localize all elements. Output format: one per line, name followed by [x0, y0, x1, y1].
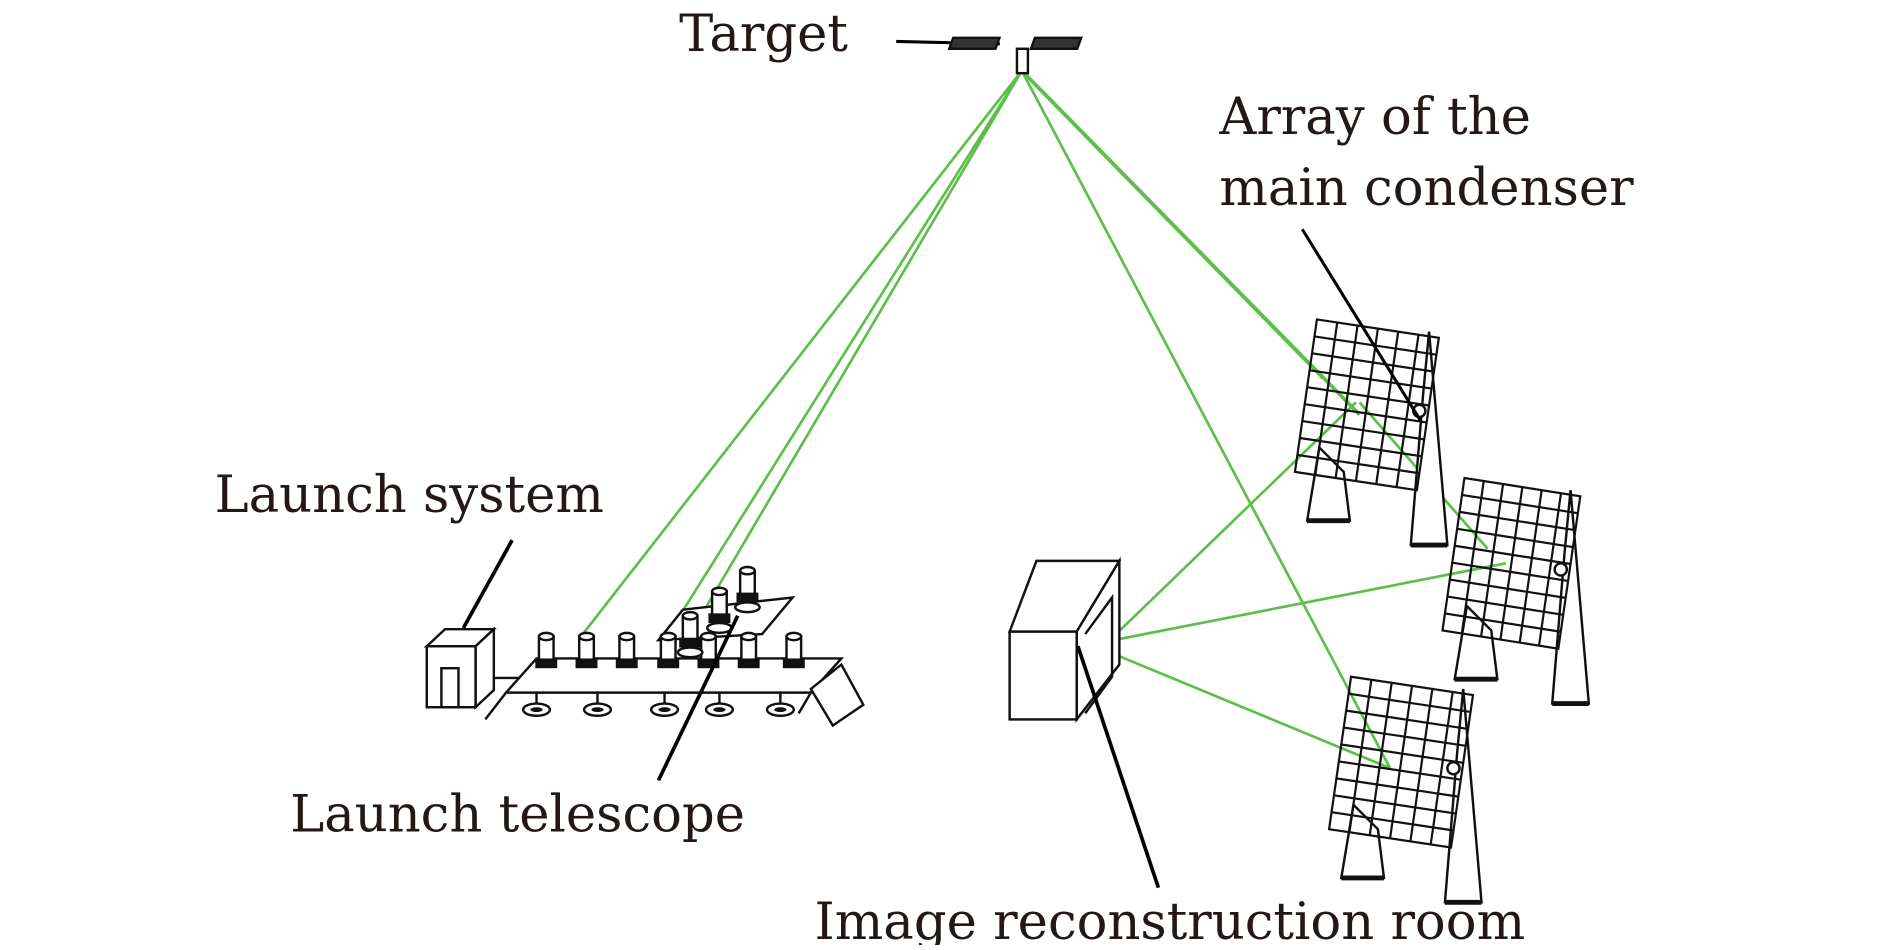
telescope-icon	[734, 565, 761, 614]
uplink-beam	[667, 70, 1023, 635]
relay-beams	[1100, 401, 1507, 770]
launch-system-leader	[461, 539, 514, 629]
leader-lines	[461, 228, 1422, 889]
launch-system-label: Launch system	[215, 465, 604, 525]
condenser-leader	[1300, 228, 1422, 422]
target-satellite	[896, 36, 1083, 75]
uplink-beam	[696, 70, 1023, 623]
target-label: Target	[679, 4, 848, 64]
condenser-label-line2: main condenser	[1219, 158, 1634, 218]
room-leader	[1076, 645, 1161, 889]
satellite-body-icon	[1015, 47, 1030, 75]
launch-system-cabinet	[423, 626, 537, 711]
telescope-icon	[535, 631, 558, 669]
relay-beam	[1100, 647, 1391, 770]
telescope-icon	[782, 631, 805, 669]
telescope-mount-icon	[582, 692, 613, 717]
condenser-panel	[1441, 476, 1591, 707]
downlink-beams	[1020, 69, 1489, 769]
solar-panel-right-icon	[1029, 36, 1083, 50]
telescope-icon	[615, 631, 638, 669]
solar-panel-left-icon	[947, 36, 1002, 50]
telescope-icon	[706, 586, 733, 635]
telescope-mount-icon	[649, 692, 680, 717]
reconstruction-room-label: Image reconstruction room	[815, 892, 1526, 945]
launch-telescope-leader	[656, 614, 740, 782]
relay-beam	[1102, 401, 1357, 648]
condenser-array	[1293, 318, 1591, 905]
uplink-beams	[581, 69, 1023, 635]
condenser-label-line1: Array of the	[1218, 87, 1531, 147]
downlink-beam	[1020, 69, 1325, 380]
condenser-panel	[1327, 675, 1483, 905]
downlink-beam	[1020, 70, 1392, 769]
launch-telescope-label: Launch telescope	[290, 785, 745, 845]
launch-telescope-array	[484, 565, 865, 728]
telescope-icon	[676, 610, 704, 659]
telescope-mount-icon	[765, 692, 796, 717]
telescope-icon	[575, 631, 598, 669]
reconstruction-room	[1007, 556, 1122, 723]
telescope-icon	[737, 631, 760, 669]
telescope-icon	[657, 631, 680, 669]
condenser-panel	[1293, 318, 1449, 548]
telescope-mount-icon	[521, 692, 552, 717]
telescope-mount-icon	[704, 692, 735, 717]
relay-beam	[1100, 562, 1507, 644]
telescope-icon	[697, 631, 720, 669]
uplink-beam	[581, 69, 1023, 635]
